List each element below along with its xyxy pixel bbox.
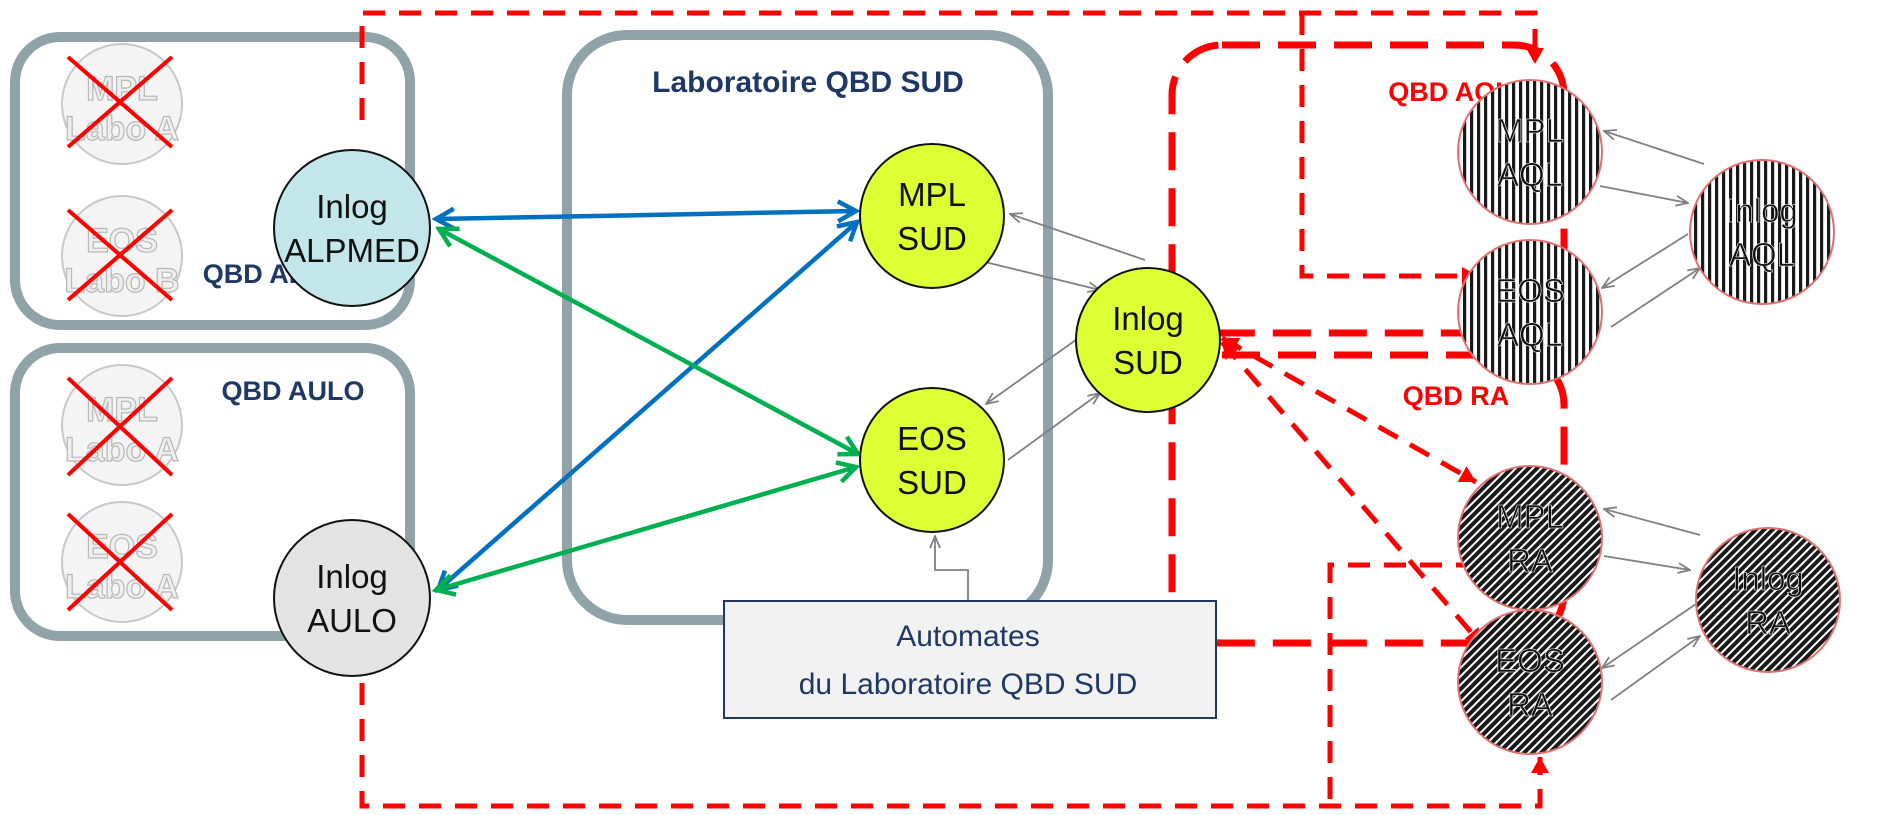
removed-node-aulo-mpl: MPL Labo A — [61, 364, 183, 486]
group-title-aulo: QBD AULO — [222, 376, 365, 406]
top-link-alpmed-to-aql — [359, 10, 1544, 120]
removed-cross-icon — [66, 208, 174, 302]
removed-cross-icon — [66, 512, 174, 612]
removed-cross-icon — [66, 55, 174, 149]
svg-text:MPL: MPL — [1496, 498, 1564, 535]
node-eos-ra: EOS RA — [1457, 609, 1603, 755]
link-aulo-mpl-sud — [438, 222, 857, 590]
node-inlog-sud: Inlog SUD — [1075, 267, 1221, 413]
svg-text:EOS: EOS — [897, 420, 967, 457]
svg-text:AQL: AQL — [1729, 236, 1795, 273]
svg-text:Inlog: Inlog — [1112, 300, 1184, 337]
svg-text:SUD: SUD — [897, 464, 967, 501]
svg-text:Inlog: Inlog — [316, 188, 388, 225]
svg-text:Labo A: Labo A — [65, 110, 179, 148]
internal-arrows — [935, 131, 1705, 701]
svg-text:Automates: Automates — [896, 620, 1039, 653]
node-inlog-ra: Inlog RA — [1695, 527, 1841, 673]
removed-node-aulo-eos: EOS Labo A — [61, 501, 183, 623]
node-inlog-aulo: Inlog AULO — [273, 519, 431, 677]
svg-text:Inlog: Inlog — [316, 558, 388, 595]
svg-text:Inlog: Inlog — [1726, 192, 1798, 229]
removed-cross-icon — [66, 376, 174, 477]
svg-text:ALPMED: ALPMED — [284, 232, 420, 269]
removed-node-alpmed-eos: EOS Labo B — [61, 195, 183, 317]
svg-text:RA: RA — [1745, 604, 1791, 641]
svg-text:RA: RA — [1507, 686, 1553, 723]
link-inlog-sud-to-eos-ra — [1220, 340, 1484, 647]
group-title-sud: Laboratoire QBD SUD — [652, 66, 964, 99]
svg-text:SUD: SUD — [1113, 344, 1183, 381]
svg-text:EOS: EOS — [1495, 272, 1565, 309]
node-mpl-ra: MPL RA — [1457, 465, 1603, 611]
removed-node-alpmed-mpl: MPL Labo A — [61, 43, 183, 165]
link-eos-ra-to-bottom — [1327, 562, 1478, 806]
svg-text:EOS: EOS — [1495, 642, 1565, 679]
svg-text:EOS: EOS — [86, 528, 158, 566]
svg-text:MPL: MPL — [898, 176, 966, 213]
svg-text:du Laboratoire QBD SUD: du Laboratoire QBD SUD — [799, 668, 1138, 701]
group-frame-aulo — [10, 343, 415, 641]
svg-text:AQL: AQL — [1497, 316, 1563, 353]
node-eos-aql: EOS AQL — [1457, 239, 1603, 385]
node-inlog-alpmed: Inlog ALPMED — [273, 149, 431, 307]
svg-text:RA: RA — [1507, 542, 1553, 579]
svg-text:AQL: AQL — [1497, 156, 1563, 193]
svg-text:Labo B: Labo B — [64, 262, 179, 300]
svg-text:SUD: SUD — [897, 220, 967, 257]
svg-text:MPL: MPL — [86, 70, 158, 108]
link-top-to-eos-aql — [1299, 13, 1478, 285]
svg-text:EOS: EOS — [86, 222, 158, 260]
link-aulo-eos-sud — [436, 467, 856, 590]
node-eos-sud: EOS SUD — [859, 387, 1005, 533]
svg-text:Inlog: Inlog — [1732, 560, 1804, 597]
link-alpmed-eos-sud — [439, 229, 858, 454]
node-mpl-aql: MPL AQL — [1457, 79, 1603, 225]
node-mpl-sud: MPL SUD — [859, 143, 1005, 289]
svg-text:Labo A: Labo A — [65, 568, 179, 606]
link-alpmed-mpl-sud — [436, 211, 856, 219]
automates-box: Automates du Laboratoire QBD SUD — [723, 600, 1217, 719]
svg-text:AULO: AULO — [307, 602, 397, 639]
node-inlog-aql: Inlog AQL — [1689, 159, 1835, 305]
group-title-ra: QBD RA — [1403, 381, 1510, 411]
svg-text:MPL: MPL — [1496, 112, 1564, 149]
red-dashed-links — [359, 10, 1549, 809]
